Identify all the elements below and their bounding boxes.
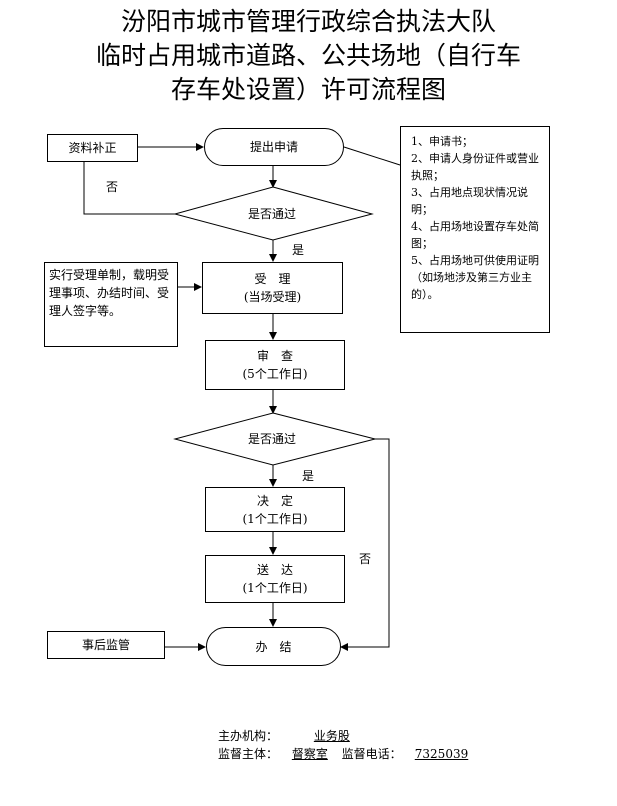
footer-phone-value: 7325039 xyxy=(414,747,469,761)
deliver-title: 送 达 xyxy=(256,563,293,577)
aftercare-label: 事后监管 xyxy=(81,638,130,652)
check2-label: 是否通过 xyxy=(248,432,297,446)
accept-box: 受 理 (当场受理) xyxy=(202,262,343,314)
accept-title: 受 理 xyxy=(254,272,291,286)
check2-yes-label: 是 xyxy=(302,469,315,483)
decision-diamond-1 xyxy=(173,186,374,241)
line-check1-no xyxy=(83,162,175,215)
material-item: 5、占用场地可供使用证明（如场地涉及第三方业主的）。 xyxy=(411,254,539,301)
aftercare-box: 事后监管 xyxy=(47,631,165,659)
title-line-2: 临时占用城市道路、公共场地（自行车 xyxy=(95,41,521,70)
materials-box: 1、申请书； 2、申请人身份证件或营业执照； 3、占用地点现状情况说明； 4、占… xyxy=(400,126,550,333)
review-subtitle: (5个工作日) xyxy=(242,367,308,381)
line-apply-to-materials xyxy=(343,146,401,166)
finish-label: 办 结 xyxy=(255,639,292,654)
footer-phone-label: 监督电话： xyxy=(341,747,402,761)
check2-no-label: 否 xyxy=(359,552,372,566)
finish-box: 办 结 xyxy=(206,627,341,666)
review-box: 审 查 (5个工作日) xyxy=(205,340,345,390)
accept-note-box: 实行受理单制，载明受理事项、办结时间、受理人签字等。 xyxy=(44,262,178,347)
material-item: 2、申请人身份证件或营业执照； xyxy=(411,152,539,182)
check1-no-label: 否 xyxy=(106,180,119,194)
line-check2-no xyxy=(340,438,390,651)
accept-note-text: 实行受理单制，载明受理事项、办结时间、受理人签字等。 xyxy=(49,268,170,318)
footer-sup-value: 督察室 xyxy=(291,747,328,761)
footer-org: 主办机构： 业务股 xyxy=(218,728,382,744)
accept-subtitle: (当场受理) xyxy=(243,290,302,304)
check1-yes-label: 是 xyxy=(292,243,305,257)
apply-label: 提出申请 xyxy=(249,140,298,154)
material-item: 3、占用地点现状情况说明； xyxy=(411,186,528,216)
supplement-box: 资料补正 xyxy=(47,134,138,162)
footer-org-label: 主办机构： xyxy=(218,729,279,743)
apply-box: 提出申请 xyxy=(204,128,344,166)
review-title: 审 查 xyxy=(256,349,293,363)
footer-supervision: 监督主体： 督察室 监督电话： 7325039 xyxy=(218,746,478,762)
supplement-label: 资料补正 xyxy=(68,141,117,155)
footer-sup-label: 监督主体： xyxy=(218,747,279,761)
decision-diamond-2 xyxy=(173,412,376,466)
decide-box: 决 定 (1个工作日) xyxy=(205,487,345,532)
footer-org-value: 业务股 xyxy=(313,729,350,743)
title-line-1: 汾阳市城市管理行政综合执法大队 xyxy=(120,7,496,36)
decide-title: 决 定 xyxy=(256,493,293,508)
material-item: 4、占用场地设置存车处简图； xyxy=(411,220,539,250)
material-item: 1、申请书； xyxy=(411,135,473,148)
title-line-3: 存车处设置）许可流程图 xyxy=(170,75,446,104)
check1-label: 是否通过 xyxy=(248,207,297,221)
decide-subtitle: (1个工作日) xyxy=(242,511,308,526)
deliver-subtitle: (1个工作日) xyxy=(242,581,308,595)
deliver-box: 送 达 (1个工作日) xyxy=(205,555,345,603)
